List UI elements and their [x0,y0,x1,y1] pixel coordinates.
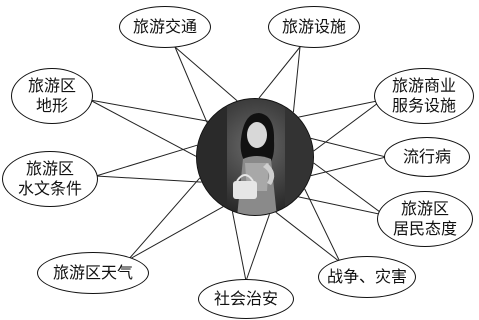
factor-terrain-connector-1 [89,99,197,157]
factor-war-connector-1 [304,188,341,263]
factor-public-security: 社会治安 [198,279,294,319]
factor-resident-attitude: 旅游区 居民态度 [377,191,473,247]
factor-security-connector-1 [245,214,270,282]
factor-residents-line1: 旅游区 [400,199,449,218]
factor-residents-connector-1 [313,162,385,216]
factor-security-connector-2 [231,211,247,282]
factor-hydrology-connector-1 [95,175,202,183]
factor-transport-connector-2 [174,46,238,102]
factor-war-disaster: 战争、灾害 [318,256,416,298]
factor-epidemic: 流行病 [384,137,470,177]
factor-weather-connector-2 [127,177,201,261]
factor-epidemic-connector-2 [310,156,387,177]
factor-commercial-line1: 旅游商业 [391,76,456,95]
factor-weather-label: 旅游区天气 [52,263,133,282]
factor-commercial-services: 旅游商业 服务设施 [374,68,474,124]
factor-hydrology-line2: 水文条件 [17,179,82,198]
factor-residents-connector-2 [298,196,385,216]
center-photo [196,98,314,216]
factor-commercial-line2: 服务设施 [391,96,456,115]
factor-facilities: 旅游设施 [268,6,360,48]
factor-weather: 旅游区天气 [37,252,149,294]
factor-hydrology-connector-2 [95,144,198,177]
factor-terrain-line1: 旅游区 [27,76,76,95]
factor-transport-label: 旅游交通 [132,17,197,36]
factor-hydrology-line1: 旅游区 [25,159,74,178]
factor-commercial-connector-1 [298,99,383,118]
factor-terrain-connector-2 [89,99,209,122]
factor-terrain-line2: 地形 [35,96,68,115]
factor-transport-connector-1 [174,46,208,123]
factor-hydrology: 旅游区 水文条件 [2,151,98,207]
factor-commercial-connector-2 [313,99,383,152]
factor-terrain: 旅游区 地形 [11,68,93,124]
factor-facilities-connector-2 [292,46,301,113]
factor-war-label: 战争、灾害 [326,267,407,286]
woman-photo-image [197,99,313,215]
factor-security-label: 社会治安 [213,289,278,308]
factor-weather-connector-1 [127,206,224,261]
factor-epidemic-label: 流行病 [402,147,451,166]
factor-residents-line2: 居民态度 [392,219,457,238]
factor-facilities-connector-1 [258,46,301,99]
factor-epidemic-connector-1 [310,137,387,158]
factor-facilities-label: 旅游设施 [281,17,346,36]
factor-transport: 旅游交通 [119,6,211,48]
factor-war-connector-2 [275,211,341,263]
